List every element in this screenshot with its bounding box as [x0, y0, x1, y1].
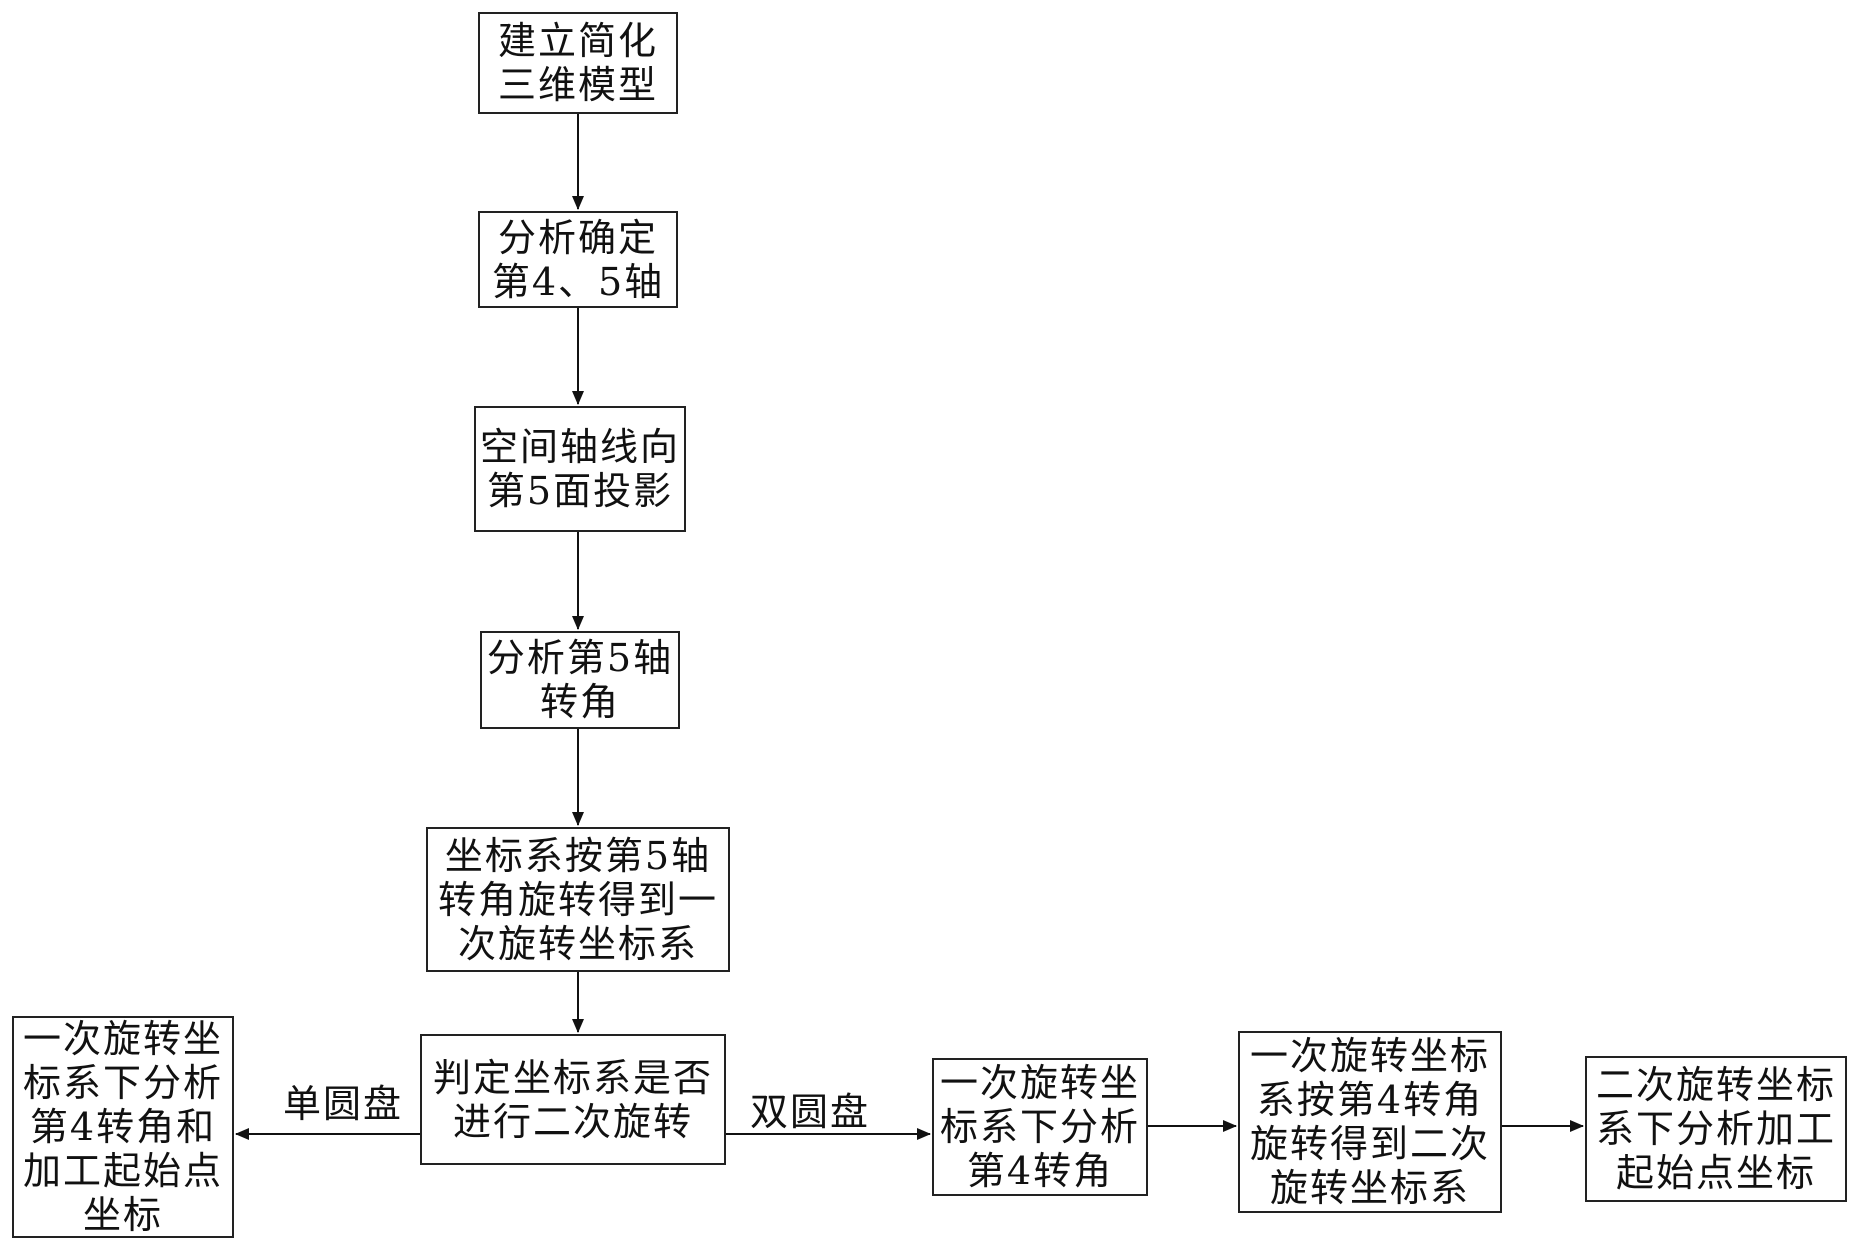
- node-single-disc-result-label: 一次旋转坐 标系下分析 第4转角和 加工起始点 坐标: [22, 1017, 223, 1237]
- node-build-model: 建立简化 三维模型: [478, 12, 678, 114]
- node-rotate-first-label: 坐标系按第5轴 转角旋转得到一 次旋转坐标系: [437, 833, 718, 966]
- node-decide-second-rotation: 判定坐标系是否 进行二次旋转: [420, 1034, 726, 1165]
- node-analyze-axes-label: 分析确定 第4、5轴: [491, 215, 665, 304]
- node-analyze-axes: 分析确定 第4、5轴: [478, 211, 678, 308]
- node-analyze-4th-angle-label: 一次旋转坐 标系下分析 第4转角: [939, 1061, 1140, 1193]
- edge-label-double-disc: 双圆盘: [750, 1090, 871, 1134]
- node-project-axis: 空间轴线向 第5面投影: [474, 406, 686, 532]
- node-rotate-second: 一次旋转坐标 系按第4转角 旋转得到二次 旋转坐标系: [1238, 1031, 1502, 1213]
- node-second-result-label: 二次旋转坐标 系下分析加工 起始点坐标: [1595, 1063, 1836, 1195]
- node-build-model-label: 建立简化 三维模型: [497, 19, 658, 107]
- node-decide-second-rotation-label: 判定坐标系是否 进行二次旋转: [432, 1055, 713, 1144]
- node-analyze-5th-angle-label: 分析第5轴 转角: [486, 636, 674, 724]
- edge-label-single-disc: 单圆盘: [283, 1082, 404, 1126]
- node-single-disc-result: 一次旋转坐 标系下分析 第4转角和 加工起始点 坐标: [12, 1016, 234, 1238]
- node-project-axis-label: 空间轴线向 第5面投影: [479, 425, 680, 513]
- node-rotate-first: 坐标系按第5轴 转角旋转得到一 次旋转坐标系: [426, 827, 730, 972]
- node-second-result: 二次旋转坐标 系下分析加工 起始点坐标: [1585, 1056, 1847, 1202]
- node-analyze-5th-angle: 分析第5轴 转角: [480, 631, 680, 729]
- node-analyze-4th-angle: 一次旋转坐 标系下分析 第4转角: [932, 1058, 1148, 1196]
- node-rotate-second-label: 一次旋转坐标 系按第4转角 旋转得到二次 旋转坐标系: [1249, 1034, 1490, 1210]
